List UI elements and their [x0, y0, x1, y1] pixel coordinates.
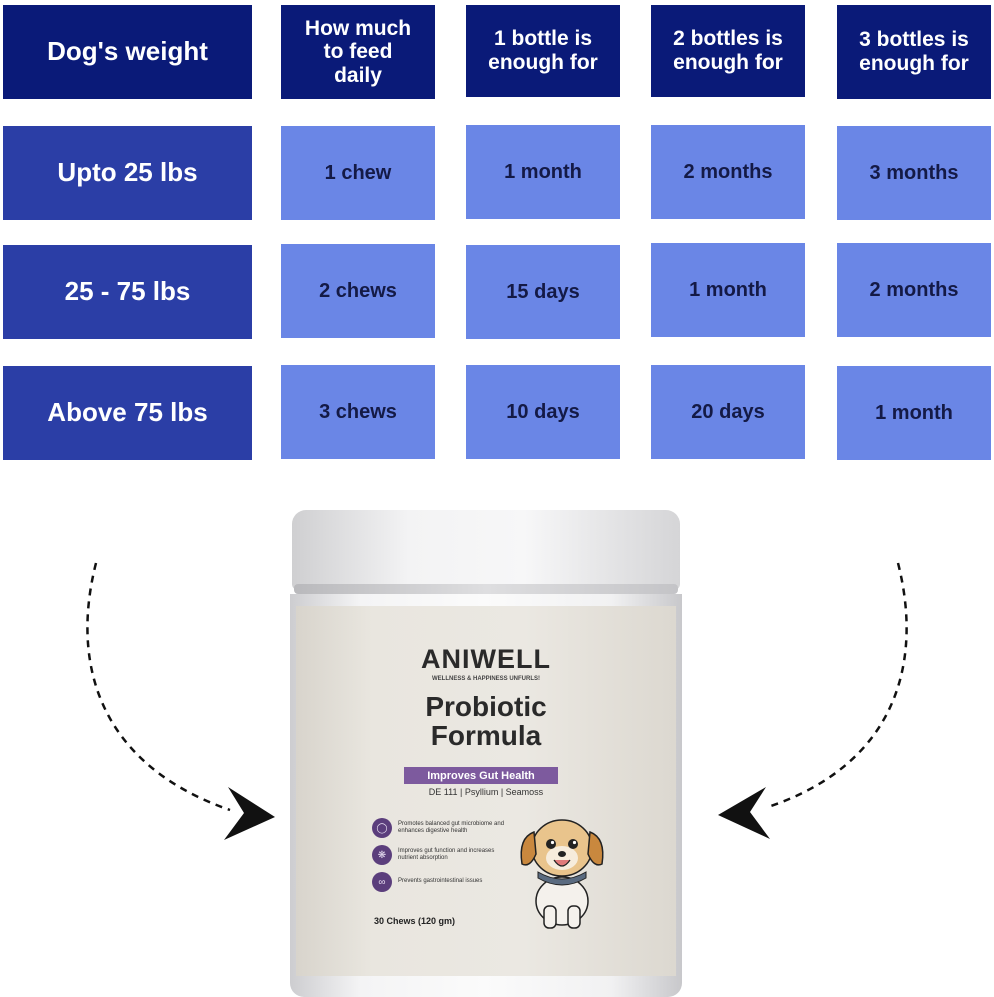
product-label: ANIWELL WELLNESS & HAPPINESS UNFURLS! Pr…	[296, 606, 676, 976]
ingredients-line: DE 111 | Psyllium | Seamoss	[428, 787, 544, 797]
puppy-illustration-icon	[520, 819, 604, 929]
header-dogs-weight: Dog's weight	[3, 5, 252, 99]
row-label-25-75: 25 - 75 lbs	[3, 245, 252, 339]
product-name-line1: Probiotic	[425, 691, 547, 722]
stomach-icon: ◯	[372, 818, 392, 838]
product-jar: ANIWELL WELLNESS & HAPPINESS UNFURLS! Pr…	[290, 510, 682, 997]
header-two-bottles: 2 bottles is enough for	[651, 5, 805, 97]
header-how-much-daily: How much to feed daily	[281, 5, 435, 99]
jar-lid-rim	[294, 584, 678, 594]
benefit-item: ❋ Improves gut function and increases nu…	[372, 845, 508, 865]
benefit-text: Prevents gastrointestinal issues	[398, 878, 483, 885]
product-name-line2: Formula	[430, 720, 542, 752]
jar-lid	[292, 510, 680, 590]
cell-three-bottles: 2 months	[837, 243, 991, 337]
row-label-upto-25: Upto 25 lbs	[3, 126, 252, 220]
cell-three-bottles: 1 month	[837, 366, 991, 460]
intestine-icon: ∞	[372, 872, 392, 892]
left-dashed-arrow-icon	[86, 562, 275, 840]
benefit-ribbon: Improves Gut Health	[404, 767, 558, 784]
right-dashed-arrow-icon	[718, 562, 908, 839]
benefit-item: ◯ Promotes balanced gut microbiome and e…	[372, 818, 508, 838]
cell-one-bottle: 10 days	[466, 365, 620, 459]
cell-two-bottles: 2 months	[651, 125, 805, 219]
cell-daily: 1 chew	[281, 126, 435, 220]
microbe-icon: ❋	[372, 845, 392, 865]
cell-two-bottles: 1 month	[651, 243, 805, 337]
brand-logo: ANIWELL	[421, 644, 551, 674]
cell-daily: 3 chews	[281, 365, 435, 459]
cell-daily: 2 chews	[281, 244, 435, 338]
brand-tagline: WELLNESS & HAPPINESS UNFURLS!	[431, 676, 540, 682]
cell-one-bottle: 1 month	[466, 125, 620, 219]
header-one-bottle: 1 bottle is enough for	[466, 5, 620, 97]
cell-one-bottle: 15 days	[466, 245, 620, 339]
benefit-item: ∞ Prevents gastrointestinal issues	[372, 872, 508, 892]
product-name: Probiotic Formula	[296, 692, 676, 751]
row-label-above-75: Above 75 lbs	[3, 366, 252, 460]
cell-three-bottles: 3 months	[837, 126, 991, 220]
benefit-text: Improves gut function and increases nutr…	[398, 847, 495, 862]
header-three-bottles: 3 bottles is enough for	[837, 5, 991, 99]
cell-two-bottles: 20 days	[651, 365, 805, 459]
benefit-text: Promotes balanced gut microbiome and enh…	[398, 820, 505, 835]
chew-count: 30 Chews (120 gm)	[374, 916, 456, 926]
